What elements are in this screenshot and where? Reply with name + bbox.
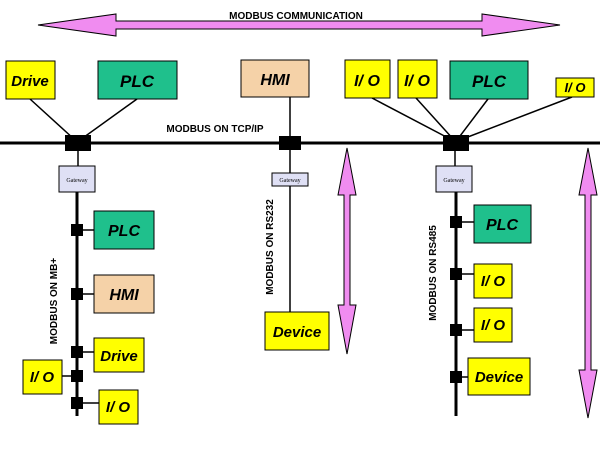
rs485-io-2-label: I/ O [481, 317, 506, 334]
rs485-nodes [450, 216, 462, 383]
top-io-2-label: I/ O [404, 73, 430, 90]
top-connections [29, 96, 573, 141]
diagram-title: MODBUS COMMUNICATION [229, 11, 363, 22]
mbplus-io-bottom-label: I/ O [106, 399, 131, 416]
top-io-1[interactable]: I/ O [344, 59, 391, 99]
top-drive-label: Drive [11, 73, 49, 90]
rs485-device-label: Device [475, 369, 523, 386]
top-io-3-label: I/ O [565, 80, 586, 95]
top-io-3[interactable]: I/ O [555, 77, 595, 98]
rs485-io-2[interactable]: I/ O [473, 307, 513, 343]
rs232-device[interactable]: Device [264, 311, 330, 351]
mbplus-label: MODBUS ON MB+ [49, 258, 60, 345]
communication-arrow [37, 13, 561, 37]
top-io-1-label: I/ O [354, 73, 380, 90]
mbplus-nodes [71, 224, 83, 409]
gateway-rs485-label: Gateway [443, 178, 464, 184]
vertical-arrow-right [578, 147, 598, 419]
mbplus-io-bottom[interactable]: I/ O [98, 389, 139, 425]
rs485-io-1-label: I/ O [481, 273, 506, 290]
gateway-rs232-label: Gateway [279, 178, 300, 184]
rs485-device[interactable]: Device [467, 357, 531, 396]
rs232-label: MODBUS ON RS232 [265, 199, 276, 295]
gateway-mbplus: Gateway [58, 165, 96, 193]
mbplus-hmi-label: HMI [109, 287, 139, 304]
tcp-label: MODBUS ON TCP/IP [166, 124, 264, 135]
rs485-label: MODBUS ON RS485 [428, 225, 439, 321]
gateway-rs232: Gateway [271, 172, 309, 187]
top-plc-left[interactable]: PLC [97, 60, 178, 100]
top-plc-right-label: PLC [472, 72, 507, 91]
mbplus-drive-label: Drive [100, 348, 138, 365]
top-drive[interactable]: Drive [5, 60, 56, 100]
vertical-arrow-middle [337, 147, 357, 355]
mbplus-drive[interactable]: Drive [93, 337, 145, 373]
rs485-taps [456, 221, 474, 378]
rs485-io-1[interactable]: I/ O [473, 263, 513, 299]
top-hmi-label: HMI [260, 72, 290, 89]
gateway-rs485: Gateway [435, 165, 473, 193]
top-hmi[interactable]: HMI [240, 59, 310, 98]
mbplus-io-left-label: I/ O [30, 369, 55, 386]
mbplus-plc-label: PLC [108, 223, 140, 240]
tcp-node-left [65, 135, 91, 151]
top-io-2[interactable]: I/ O [397, 59, 438, 99]
tcp-node-right [443, 135, 469, 151]
top-plc-left-label: PLC [120, 72, 155, 91]
mbplus-hmi[interactable]: HMI [93, 274, 155, 314]
mbplus-io-left[interactable]: I/ O [22, 359, 63, 395]
mbplus-plc[interactable]: PLC [93, 210, 155, 250]
tcp-node-middle [279, 136, 301, 150]
gateway-mbplus-label: Gateway [66, 178, 87, 184]
rs232-device-label: Device [273, 324, 321, 341]
top-plc-right[interactable]: PLC [449, 60, 529, 100]
rs485-plc-label: PLC [486, 217, 518, 234]
rs485-plc[interactable]: PLC [473, 204, 532, 244]
